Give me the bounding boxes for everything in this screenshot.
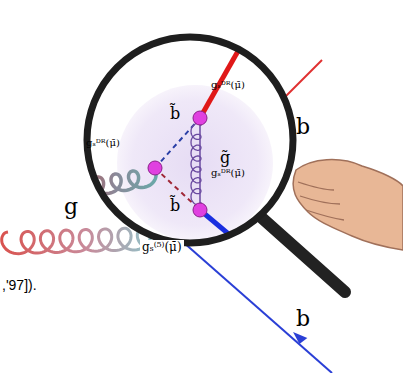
- quark-line: [285, 60, 322, 97]
- particle-label: g̃: [220, 150, 230, 166]
- hand: [293, 160, 403, 250]
- coupling-label: gₛᴰᴿ(μ̄): [211, 80, 245, 90]
- lens-handle: [262, 218, 345, 292]
- lens-glass: [87, 37, 293, 243]
- coupling-label: gₛᴰᴿ(μ̄): [211, 168, 245, 178]
- particle-label: g: [64, 196, 78, 218]
- particle-label: b: [296, 116, 310, 138]
- particle-label: b: [296, 308, 310, 330]
- vertex-dot: [148, 161, 162, 175]
- citation-fragment: ,'97]).: [2, 278, 37, 292]
- loop-blob: [117, 85, 273, 241]
- gluino-line: [199, 118, 201, 210]
- lens-rim: [87, 37, 293, 243]
- vertex-dot: [193, 111, 207, 125]
- coupling-label: gₛᴰᴿ(μ̄): [86, 138, 120, 148]
- arrowhead: [292, 332, 308, 345]
- gluon-line: [76, 168, 156, 197]
- particle-label: b̃: [170, 106, 180, 122]
- coupling-label: gₛ⁽⁵⁾(μ̄): [140, 240, 184, 254]
- gluon-coil: [191, 123, 201, 204]
- particle-label: b̃: [170, 198, 180, 214]
- vertex-dot: [193, 203, 207, 217]
- quark-line: [166, 227, 332, 373]
- gluon-coil: [76, 168, 156, 197]
- gluino-coil: [191, 123, 201, 204]
- finger-lines: [298, 182, 344, 220]
